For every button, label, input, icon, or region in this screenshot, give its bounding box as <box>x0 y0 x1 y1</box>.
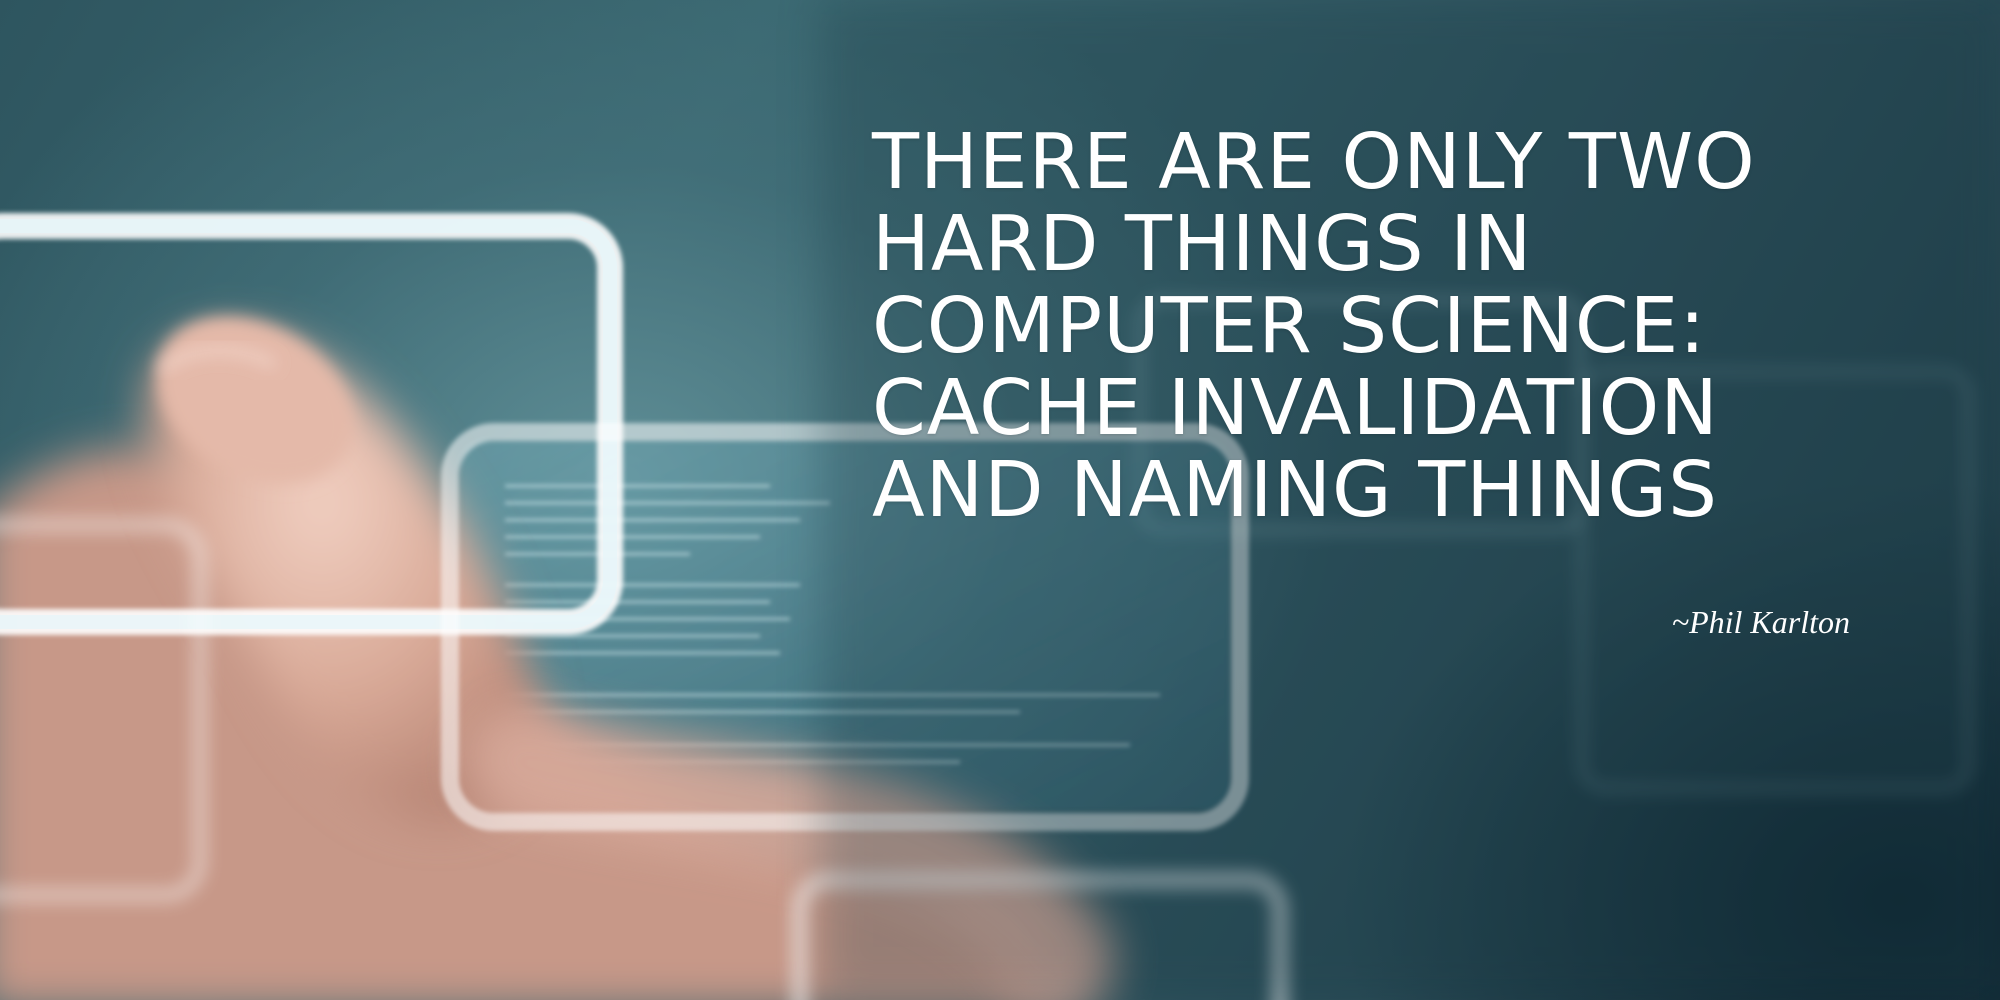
quote-text: THERE ARE ONLY TWO HARD THINGS IN COMPUT… <box>872 118 1756 535</box>
quote-attribution: ~Phil Karlton <box>1671 604 1850 640</box>
text-shade <box>820 0 2000 1000</box>
